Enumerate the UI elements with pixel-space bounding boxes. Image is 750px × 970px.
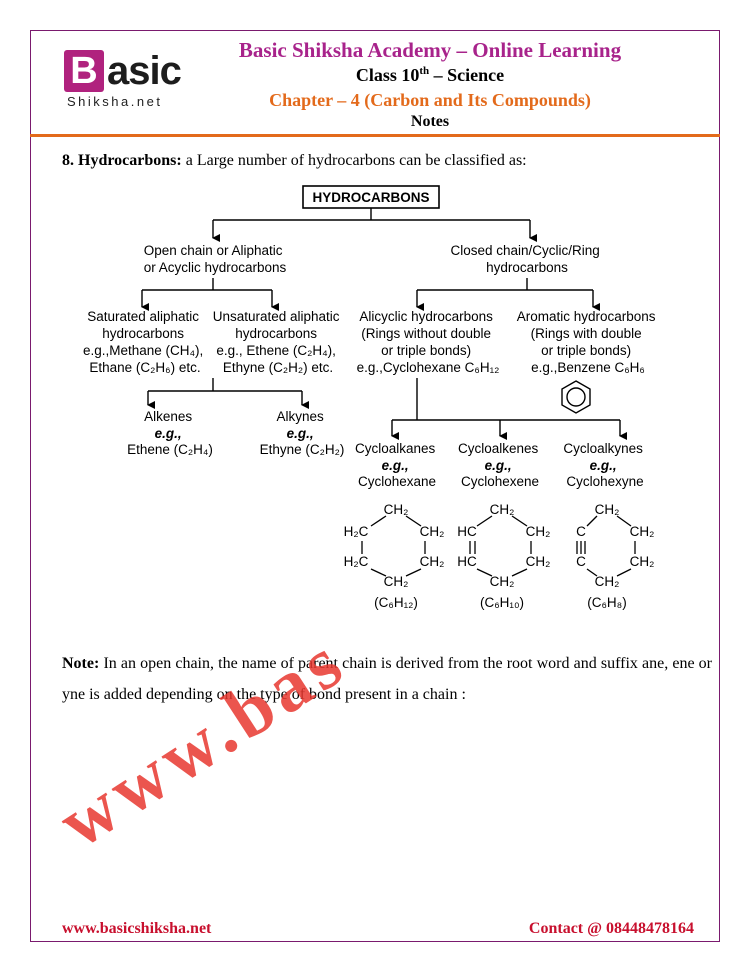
svg-text:HC: HC: [457, 524, 477, 539]
cycloalkanes-label: Cycloalkanes e.g., Cyclohexane: [355, 441, 439, 489]
svg-text:CH₂: CH₂: [384, 502, 409, 517]
svg-text:CH₂: CH₂: [490, 574, 515, 589]
notes-label: Notes: [410, 113, 450, 130]
cycloalkenes-label: Cycloalkenes e.g., Cyclohexene: [458, 441, 542, 489]
intro-paragraph: 8. Hydrocarbons: a Large number of hydro…: [62, 145, 702, 176]
benzene-ring: [561, 380, 591, 414]
svg-text:CH₂: CH₂: [595, 574, 620, 589]
cycloalkynes-label: Cycloalkynes e.g., Cyclohexyne: [563, 441, 646, 489]
hydrocarbon-diagram: HYDROCARBONS Open chain or Aliphatic or …: [83, 185, 660, 610]
class-prefix: Class 10: [355, 65, 420, 85]
unsaturated-connectors: [147, 378, 309, 409]
chapter-title: Chapter – 4 (Carbon and Its Compounds): [269, 90, 591, 110]
alkynes-label: Alkynes e.g., Ethyne (C₂H₂): [260, 409, 345, 457]
aromatic-label: Aromatic hydrocarbons (Rings with double…: [517, 309, 660, 375]
svg-text:(C₆H₈): (C₆H₈): [587, 595, 627, 610]
class-suffix: – Science: [429, 65, 505, 85]
intro-bold: 8. Hydrocarbons:: [62, 152, 182, 169]
footer-contact: Contact @ 08448478164: [528, 920, 694, 937]
class-sup: th: [419, 65, 430, 77]
svg-text:CH₂: CH₂: [630, 524, 655, 539]
footer-rule: [30, 941, 720, 942]
svg-text:CH₂: CH₂: [490, 502, 515, 517]
svg-text:CH₂: CH₂: [384, 574, 409, 589]
class-title: Class 10th – Science: [200, 65, 660, 86]
saturated-label: Saturated aliphatic hydrocarbons e.g.,Me…: [83, 309, 207, 375]
svg-text:C: C: [576, 524, 586, 539]
page-frame: [30, 30, 720, 942]
cyclohexane-structure: CH₂ H₂C CH₂ H₂C CH₂ CH₂ (C₆H₁₂): [344, 502, 445, 610]
svg-text:CH₂: CH₂: [420, 524, 445, 539]
level1-connectors: [212, 208, 537, 242]
svg-text:CH₂: CH₂: [630, 554, 655, 569]
svg-text:HC: HC: [457, 554, 477, 569]
logo-word: asic: [107, 49, 182, 93]
svg-text:H₂C: H₂C: [344, 524, 369, 539]
cyclohexene-structure: CH₂ HC CH₂ HC CH₂ CH₂ (C₆H₁₀): [457, 502, 550, 610]
header-rule: [30, 134, 720, 137]
note-text: In an open chain, the name of parent cha…: [62, 655, 712, 703]
unsaturated-label: Unsaturated aliphatic hydrocarbons e.g.,…: [213, 309, 344, 375]
note-paragraph: Note: In an open chain, the name of pare…: [62, 648, 712, 710]
alicyclic-connectors: [391, 378, 627, 440]
intro-text: a Large number of hydrocarbons can be cl…: [181, 152, 527, 169]
svg-text:C: C: [576, 554, 586, 569]
alicyclic-label: Alicyclic hydrocarbons (Rings without do…: [357, 309, 500, 375]
academy-title: Basic Shiksha Academy – Online Learning: [238, 38, 622, 62]
svg-text:(C₆H₁₂): (C₆H₁₂): [374, 595, 418, 610]
level2-connectors: [141, 278, 600, 311]
svg-text:CH₂: CH₂: [526, 554, 551, 569]
alkenes-label: Alkenes e.g., Ethene (C₂H₄): [127, 409, 213, 457]
closed-chain-label: Closed chain/Cyclic/Ring hydrocarbons: [450, 243, 603, 275]
logo: B asic Shiksha.net: [64, 48, 194, 114]
root-label: HYDROCARBONS: [312, 190, 429, 205]
svg-text:H₂C: H₂C: [344, 554, 369, 569]
note-bold: Note:: [62, 655, 100, 672]
open-chain-label: Open chain or Aliphatic or Acyclic hydro…: [144, 243, 287, 275]
svg-text:(C₆H₁₀): (C₆H₁₀): [480, 595, 524, 610]
cyclohexyne-structure: CH₂ C CH₂ C CH₂ CH₂ (C₆H₈): [576, 502, 654, 610]
logo-letter: B: [64, 50, 104, 92]
svg-text:CH₂: CH₂: [595, 502, 620, 517]
svg-text:CH₂: CH₂: [526, 524, 551, 539]
footer-website[interactable]: www.basicshiksha.net: [62, 920, 212, 937]
svg-text:CH₂: CH₂: [420, 554, 445, 569]
logo-subtitle: Shiksha.net: [67, 94, 163, 109]
